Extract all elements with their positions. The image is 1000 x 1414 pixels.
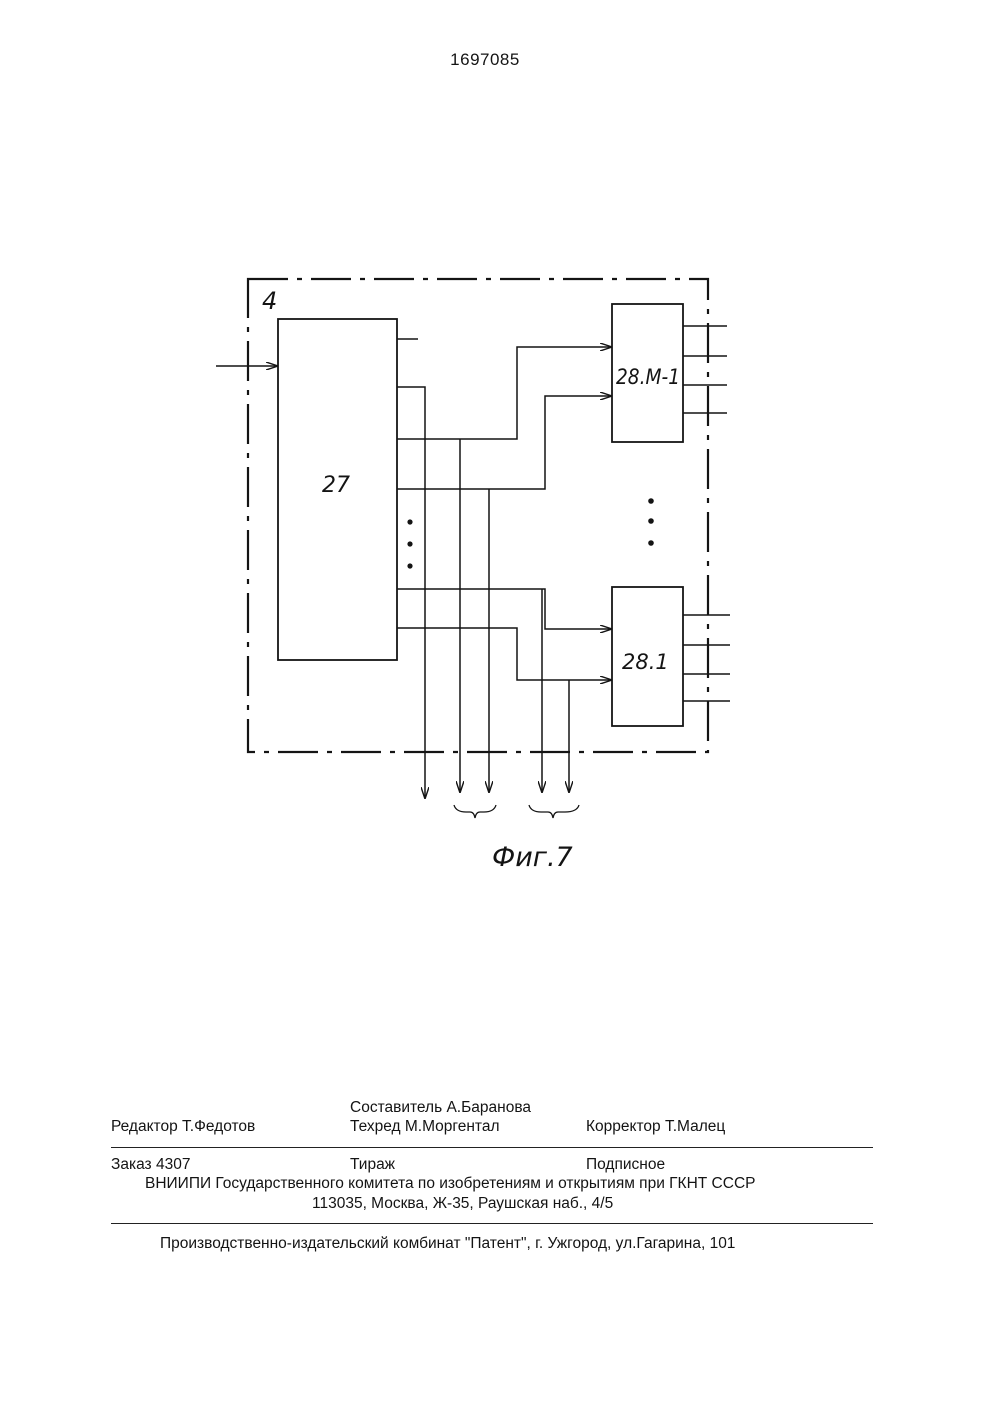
footer-editor: Редактор Т.Федотов — [111, 1118, 255, 1136]
footer-circulation: Тираж — [350, 1156, 395, 1174]
block-27-label: 27 — [322, 473, 350, 498]
output-line-1 — [397, 387, 425, 798]
footer-publisher-line: Производственно-издательский комбинат "П… — [160, 1235, 735, 1253]
block-diagram: 4 27 28.M-1 28.1 Фиг.7 — [0, 0, 1000, 900]
frame-label: 4 — [262, 287, 277, 315]
brace-right — [529, 805, 579, 818]
output-line-4 — [397, 589, 611, 629]
footer-order: Заказ 4307 — [111, 1156, 190, 1174]
footer-rule-bottom — [111, 1223, 873, 1224]
footer-address-line: 113035, Москва, Ж-35, Раушская наб., 4/5 — [312, 1195, 613, 1213]
figure-caption: Фиг.7 — [492, 842, 573, 873]
footer-techred: Техред М.Моргентал — [350, 1118, 500, 1136]
frame-boundary — [248, 279, 708, 752]
block-28-M-1-label: 28.M-1 — [616, 365, 680, 389]
output-line-2 — [397, 347, 611, 439]
output-line-5 — [397, 628, 611, 680]
footer-composer: Составитель А.Баранова — [350, 1099, 531, 1117]
output-line-3 — [397, 396, 611, 489]
footer-corrector: Корректор Т.Малец — [586, 1118, 725, 1136]
brace-left — [454, 805, 496, 818]
footer-org-line: ВНИИПИ Государственного комитета по изоб… — [145, 1175, 755, 1193]
block-28-1-label: 28.1 — [622, 650, 669, 674]
footer-subscription: Подписное — [586, 1156, 665, 1174]
footer-rule-top — [111, 1147, 873, 1148]
